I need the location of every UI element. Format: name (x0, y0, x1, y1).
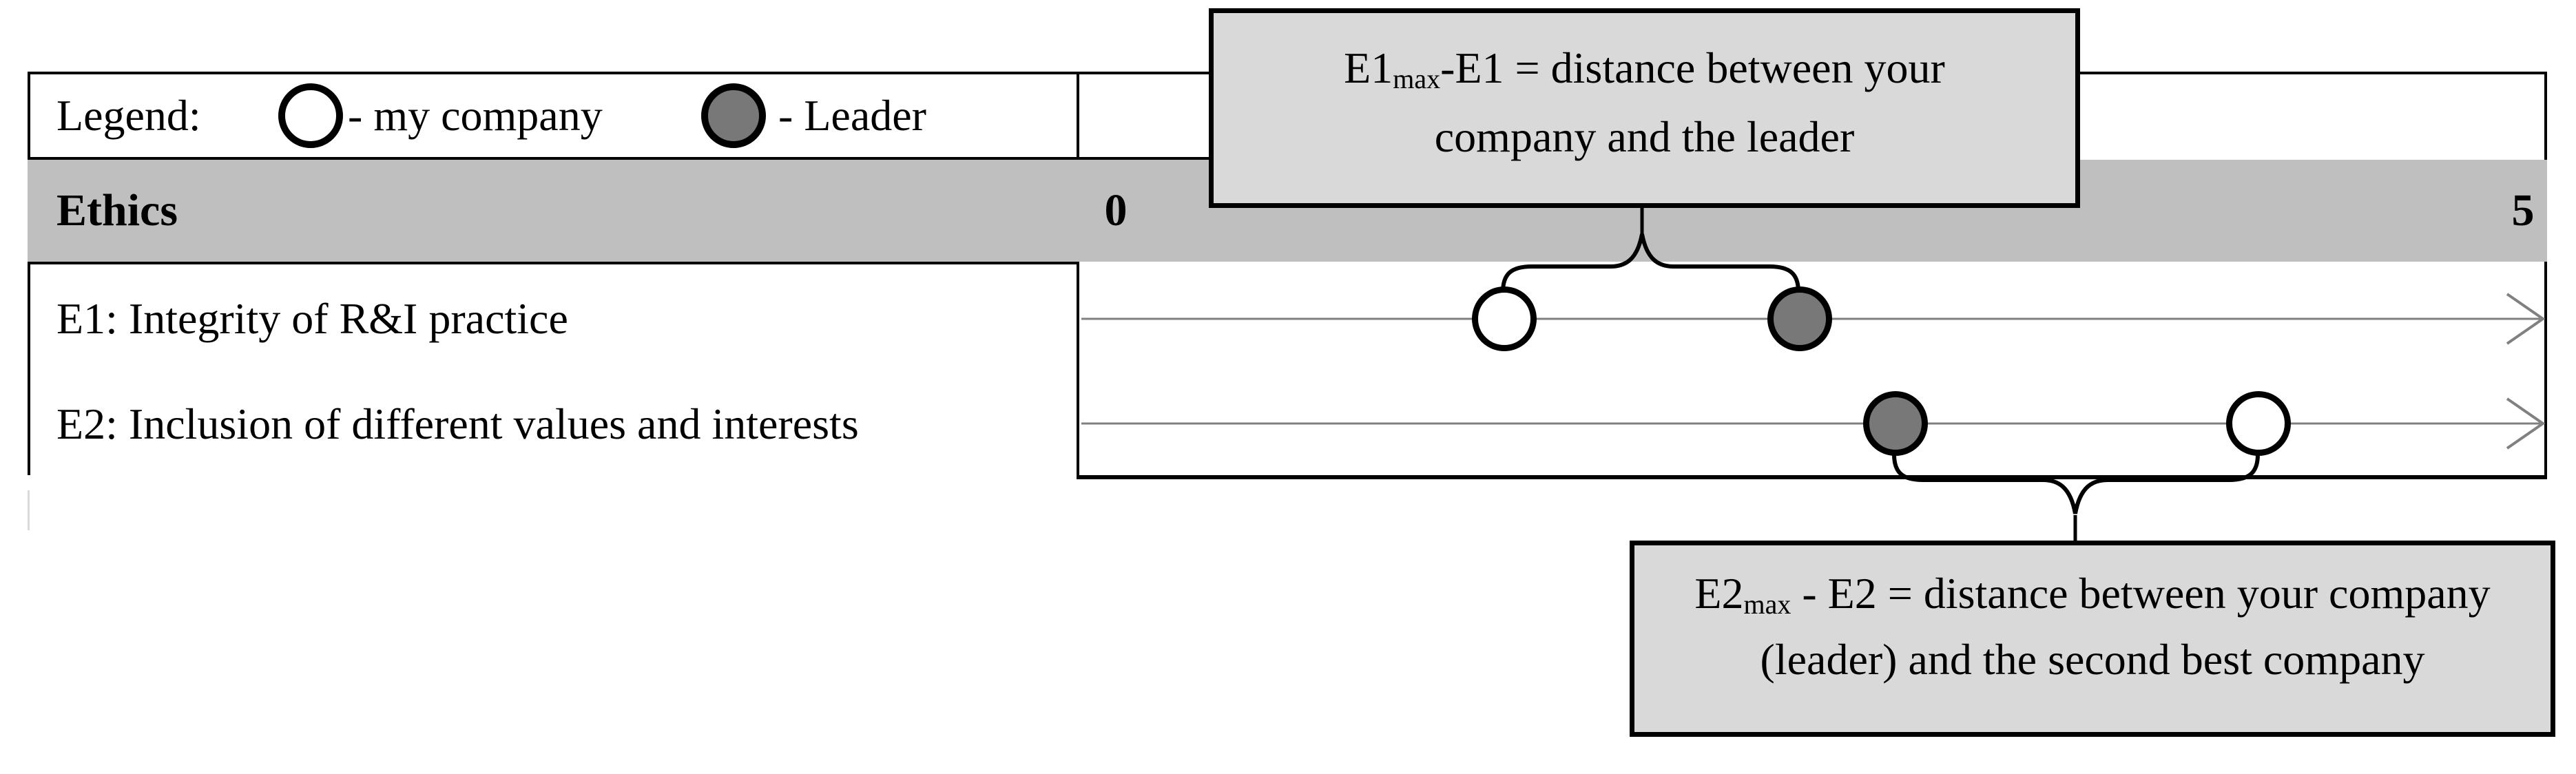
callout-e2-box: E2max - E2 = distance between your compa… (1630, 541, 2555, 737)
scale-max-label: 5 (2511, 185, 2535, 236)
callout-e1-line2: company and the leader (1434, 112, 1855, 161)
label-column-divider (1077, 263, 1079, 479)
row-label-e1: E1: Integrity of R&I practice (56, 294, 568, 343)
my-company-marker (2226, 391, 2291, 456)
callout-e1-box: E1max-E1 = distance between your company… (1209, 8, 2080, 208)
legend-bottom-border (28, 157, 1210, 160)
header-bottom-border-left (28, 262, 1079, 264)
legend-right-divider (1077, 72, 1079, 160)
leader-marker (1863, 391, 1928, 456)
legend-title: Legend: (56, 91, 201, 140)
scale-min-label: 0 (1104, 185, 1128, 236)
table-left-border (28, 72, 30, 475)
my-company-circle-icon (278, 83, 343, 148)
axis-arrow-e1-icon (2506, 293, 2546, 345)
axis-arrow-e2-icon (2506, 397, 2546, 450)
row-label-e2: E2: Inclusion of different values and in… (56, 399, 859, 448)
callout-e1-line1: E1max-E1 = distance between your (1344, 43, 1945, 94)
leader-circle-icon (701, 83, 766, 148)
callout-e2-line1: E2max - E2 = distance between your compa… (1694, 569, 2491, 620)
faint-left-mark (28, 490, 30, 530)
brace-e2 (1892, 454, 2260, 514)
table-right-border (2544, 72, 2547, 479)
category-title: Ethics (56, 185, 178, 236)
legend-my-company-label: - my company (348, 91, 603, 140)
callout-e2-line2: (leader) and the second best company (1760, 635, 2425, 684)
max-subscript: max (1743, 589, 1791, 620)
legend-leader-label: - Leader (778, 91, 926, 140)
my-company-marker (1472, 286, 1537, 351)
max-subscript: max (1393, 63, 1441, 94)
plot-bottom-border (1077, 475, 2547, 479)
leader-marker (1767, 286, 1832, 351)
